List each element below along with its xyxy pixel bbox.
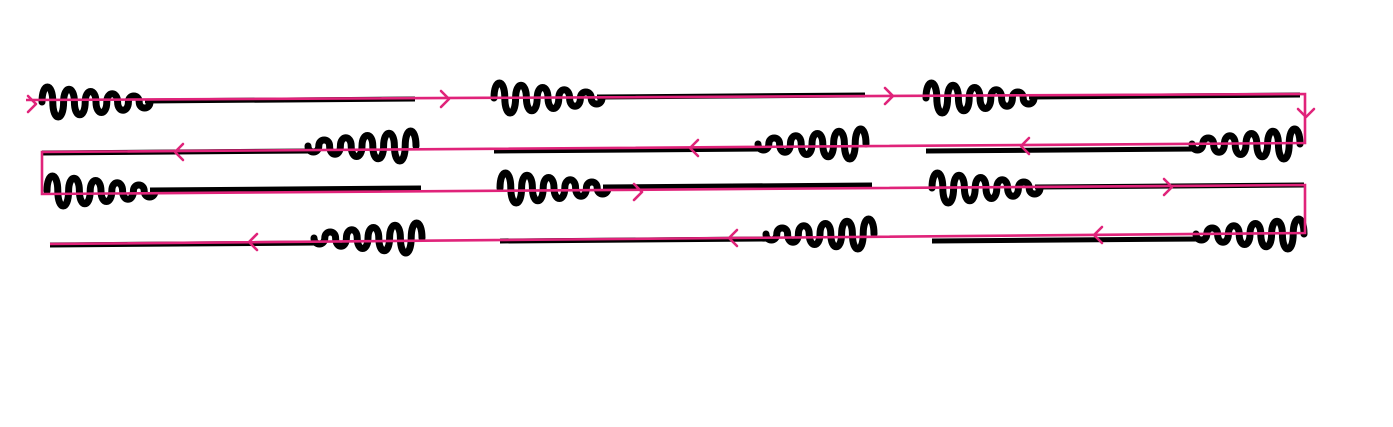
coil-head — [922, 79, 1038, 117]
flow-arrow-row2-b — [688, 138, 700, 158]
strand-tail — [149, 185, 422, 193]
strand-r1-c1 — [38, 83, 416, 121]
coil-head — [304, 127, 420, 165]
strand-r4-c2 — [499, 215, 878, 253]
coil-head — [43, 172, 159, 210]
strand-r3-c2 — [496, 169, 873, 207]
flow-arrow-row2-a — [1019, 136, 1031, 156]
strand-tail — [925, 146, 1198, 154]
coil-head — [762, 215, 878, 253]
strand-r2-c1 — [41, 127, 420, 165]
flow-arrow-row1-b — [883, 86, 895, 106]
strand-r3-c1 — [43, 172, 422, 210]
flow-arrow-row3-b — [1162, 177, 1174, 197]
strand-r2-c2 — [493, 125, 870, 163]
strand-tail — [931, 236, 1202, 244]
strand-r4-c1 — [49, 219, 426, 257]
strand-r1-c3 — [922, 79, 1301, 117]
coil-head — [38, 83, 154, 121]
coil-head — [496, 169, 612, 207]
strands-layer — [38, 79, 1308, 257]
strand-tail — [493, 146, 764, 154]
flow-arrow-row3-a — [632, 182, 644, 202]
strand-tail — [602, 182, 873, 190]
flow-arrow-row4-b — [727, 228, 739, 248]
flow-path — [25, 92, 1307, 246]
flow-arrow-turn-1 — [1296, 107, 1316, 119]
coil-head — [310, 219, 426, 257]
coil-head — [754, 125, 870, 163]
flow-arrow-row1-a — [439, 89, 451, 109]
flow-arrow-row4-c — [247, 232, 259, 252]
flow-arrow-start — [26, 94, 38, 114]
flow-arrow-row4-a — [1092, 225, 1104, 245]
route-layer — [25, 86, 1316, 252]
flow-arrow-row2-c — [173, 142, 185, 162]
